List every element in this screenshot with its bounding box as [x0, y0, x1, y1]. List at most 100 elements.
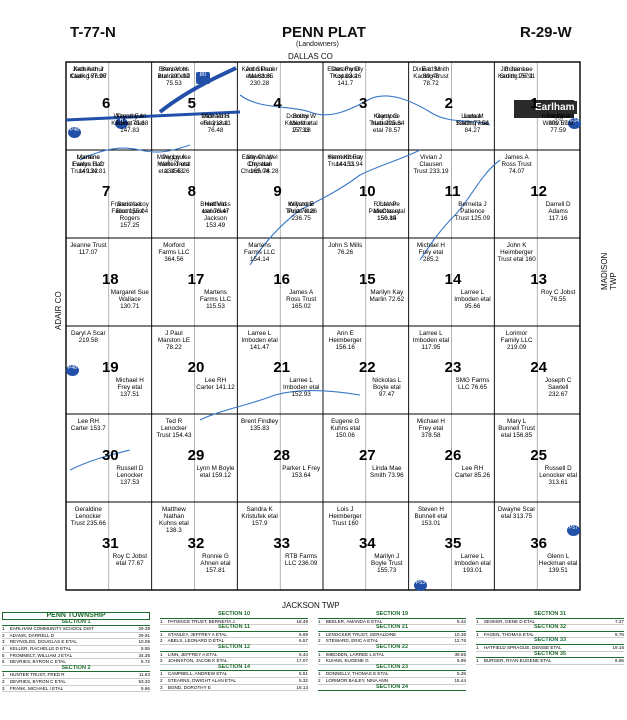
- legend-section-heading: SECTION 35: [476, 651, 624, 659]
- parcel-owner-label: Willard E Price etal 236.75: [288, 201, 315, 223]
- plat-title: PENN PLAT: [282, 24, 366, 41]
- legend-row-number: 3: [2, 685, 5, 691]
- legend-row-acres: 17.07: [296, 658, 309, 664]
- section-number: 13: [530, 271, 547, 289]
- legend-row-acres: 19.16: [612, 644, 625, 650]
- legend-section-heading: SECTION 2: [2, 665, 150, 673]
- legend-row-number: 1: [2, 626, 5, 632]
- section-number: 33: [273, 535, 290, 553]
- parcel-owner-label: Kent Kiburz 309.57: [541, 113, 575, 128]
- section-number: 18: [101, 271, 119, 289]
- parcel-owner-label: Daryl A Scar 219.58: [70, 330, 106, 344]
- section-number: 31: [101, 535, 119, 553]
- legend-row-owner: BURGER, RYAN EUGENE ETAL: [482, 658, 552, 664]
- legend-row-acres: 15.44: [454, 677, 467, 683]
- legend-row-number: 1: [318, 671, 321, 677]
- legend-row-owner: ADAMS, DARRELL D: [8, 632, 55, 638]
- legend-row-owner: CAMPBELL, ANDREW ETAL: [166, 671, 228, 677]
- highway-p57-shield-icon: P57: [567, 525, 580, 536]
- parcel-owner-label: Peggy A Wells Trust 77.59: [542, 113, 574, 135]
- section-number: 7: [101, 183, 111, 201]
- legend-section-heading: SECTION 22: [318, 644, 466, 652]
- legend-row-acres: 16.13: [296, 684, 309, 690]
- section-number: 20: [187, 359, 205, 377]
- parcel-owner-label: Marilyn J Boyle Trust 155.73: [371, 553, 403, 575]
- parcel-owner-label: Earl M Kading Trust 78.72: [413, 66, 449, 87]
- legend-row-owner: DEVRIES, BYRON C ETAL: [8, 659, 66, 665]
- legend-row-number: 1: [476, 658, 479, 664]
- parcel-owner-label: Linda M Smith 77.56: [455, 113, 490, 128]
- legend-row-owner: JOHNSTON, JACOB K ETAL: [166, 658, 228, 664]
- legend-row-owner: HATFIELD SPRAGUE, DENISE ETAL: [482, 644, 562, 650]
- section-number: 28: [273, 447, 290, 465]
- legend-section-heading: SECTION 19: [318, 611, 466, 619]
- parcel-owner-label: Sandra K Kristufek etal 157.9: [241, 506, 278, 527]
- highway-p48-shield-icon: P48: [68, 127, 81, 138]
- township-label: T-77-N: [70, 24, 116, 41]
- parcel-owner-label: Lois J Heimberger Trust 160: [328, 506, 362, 527]
- legend-title: PENN TOWNSHIP: [2, 612, 150, 620]
- legend-row-number: 2: [318, 677, 321, 683]
- section-number: 14: [444, 271, 462, 289]
- section-number: 9: [273, 183, 282, 201]
- legend-row-number: 1: [476, 644, 479, 650]
- parcel-owner-label: John K Heimberger Trust etal 160: [497, 242, 536, 263]
- parcel-owner-label: Kathleen J Clark 167.96: [70, 66, 107, 80]
- parcel-owner-label: Eugene G Kuhns etal 150.06: [330, 418, 361, 439]
- parcel-owner-label: Russell D Lenocker 137.53: [116, 465, 144, 487]
- legend-row-acres: 5.76: [615, 631, 624, 637]
- parcel-owner-label: Steven H Bunnell etal 153.01: [414, 506, 448, 527]
- interstate-80-shield-icon: 80: [196, 72, 210, 84]
- section-number: 12: [530, 183, 547, 201]
- legend-row-owner: HUNTER TRUST, FRED R: [8, 672, 65, 678]
- legend-row-acres: 10.06: [138, 639, 151, 645]
- parcel-owner-label: Michael H Frey etal 76.48: [201, 113, 230, 135]
- legend-row-number: 2: [160, 638, 163, 644]
- section-number: 16: [273, 271, 290, 289]
- parcel-owner-label: Hatfield Lenocker Jackson 153.49: [202, 201, 229, 230]
- parcel-owner-label: Berneita J Patience Trust 125.09: [454, 201, 491, 223]
- legend-row-acres: 10.36: [454, 631, 467, 637]
- parcel-owner-label: Dale Voss etal 213.11: [200, 113, 231, 128]
- section-number: 21: [273, 359, 290, 377]
- parcel-owner-label: Ronnie G Ahnen etal 157.81: [200, 553, 231, 575]
- parcel-owner-label: John Paul Marston 230.28: [245, 66, 274, 87]
- legend-row-number: 1: [318, 631, 321, 637]
- legend-row-owner: REYNOLDS, DOUGLAS E ETAL: [8, 639, 77, 645]
- section-grid: [65, 62, 580, 590]
- legend-row: 1 HATFIELD SPRAGUE, DENISE ETAL 19.16: [476, 645, 624, 652]
- parcel-owner-label: Linda Mae Smith 73.96: [370, 465, 404, 480]
- parcel-owner-label: Parker L Frey 153.64: [282, 465, 321, 480]
- section-number: 24: [530, 359, 547, 377]
- parcel-owner-label: Kent Kiburz 144.11: [328, 154, 362, 168]
- plat-subtitle: (Landowners): [296, 41, 339, 48]
- legend-row-owner: EARLHAM COMMUNITY SCHOOL DIST: [8, 626, 94, 632]
- parcel-owner-label: Roy C Jobst etal 77.67: [112, 553, 147, 568]
- legend-row-number: 2: [2, 678, 5, 684]
- legend-row-owner: SESKER, GENE D ETAL: [482, 618, 536, 624]
- parcel-owner-label: Geraldine Lenocker Trust 235.66: [70, 506, 106, 527]
- section-number: 10: [358, 183, 376, 201]
- north-branch-creek: [239, 94, 491, 126]
- legend-row-acres: 5.72: [141, 659, 150, 665]
- earlham-town-label: Earlham: [532, 101, 578, 114]
- parcel-owner-label: Lynn M Boyle etal 159.12: [196, 465, 235, 480]
- parcel-owner-label: Dwayne Scar etal 313.75: [497, 506, 536, 520]
- legend-section-heading: SECTION 1: [2, 619, 150, 627]
- parcel-owner-label: Mary Louise Hatfield etal 134.43: [156, 154, 192, 175]
